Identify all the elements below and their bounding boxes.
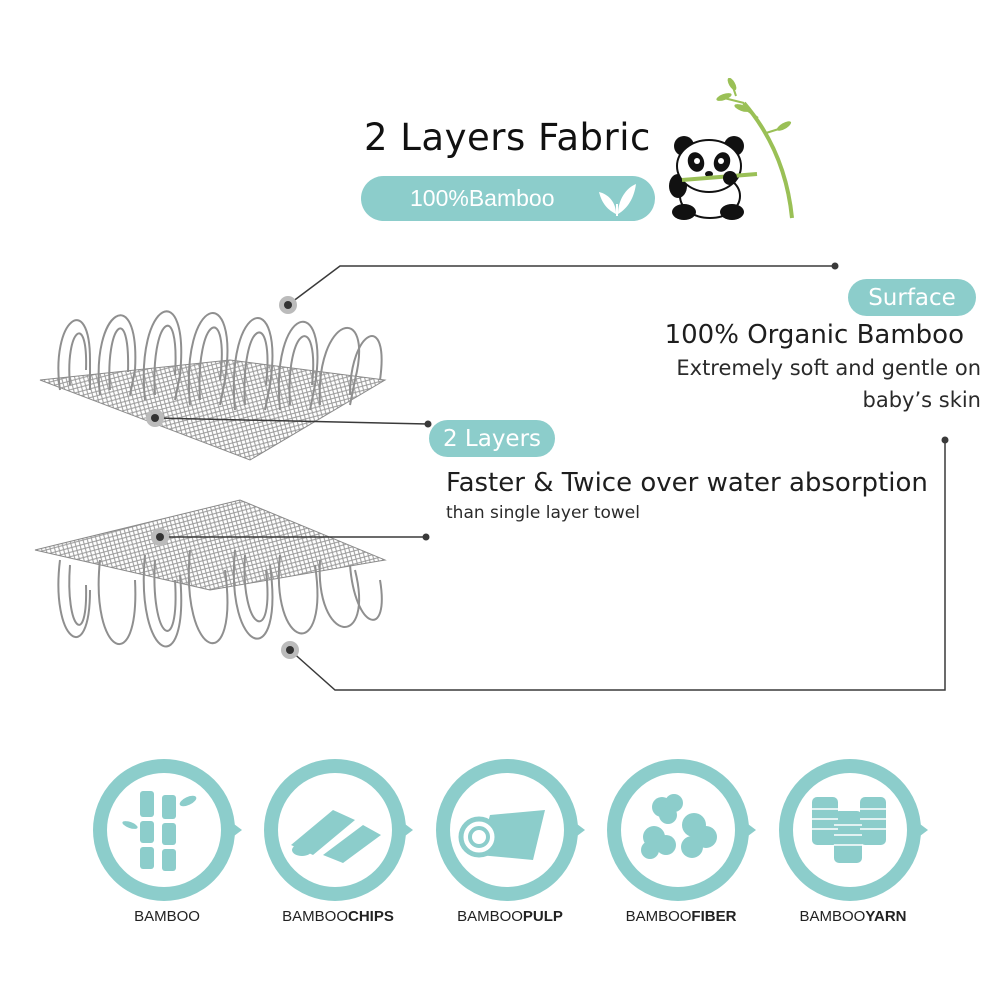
process-step-label: BAMBOOPULP bbox=[457, 908, 563, 925]
top-loop-layer bbox=[39, 310, 387, 461]
bamboo-badge-label: 100%Bamboo bbox=[410, 185, 555, 211]
bamboo-fiber-icon bbox=[607, 759, 756, 901]
surface-description-line2: baby’s skin bbox=[862, 388, 982, 412]
bamboo-pulp-icon bbox=[436, 759, 585, 901]
bamboo-stalk-icon bbox=[93, 759, 242, 901]
layers-subtext: than single layer towel bbox=[446, 503, 640, 523]
bamboo-chips-icon bbox=[264, 759, 413, 901]
process-step-label: BAMBOOFIBER bbox=[625, 908, 737, 925]
surface-tag: Surface bbox=[848, 279, 976, 316]
process-step-label: BAMBOO bbox=[134, 908, 200, 925]
panda-icon bbox=[669, 78, 794, 220]
layers-tag: 2 Layers bbox=[429, 420, 555, 457]
page-title: 2 Layers Fabric bbox=[364, 116, 651, 159]
fabric-layers-illustration bbox=[34, 310, 387, 648]
bamboo-yarn-icon bbox=[779, 759, 928, 901]
surface-heading: 100% Organic Bamboo bbox=[664, 320, 964, 350]
layers-heading: Faster & Twice over water absorption bbox=[446, 468, 928, 498]
process-step-label: BAMBOOYARN bbox=[799, 908, 907, 925]
process-step-label: BAMBOOCHIPS bbox=[282, 908, 394, 925]
bottom-loop-layer bbox=[34, 499, 387, 648]
leaf-icon bbox=[599, 184, 636, 216]
surface-description-line1: Extremely soft and gentle on bbox=[676, 356, 981, 380]
